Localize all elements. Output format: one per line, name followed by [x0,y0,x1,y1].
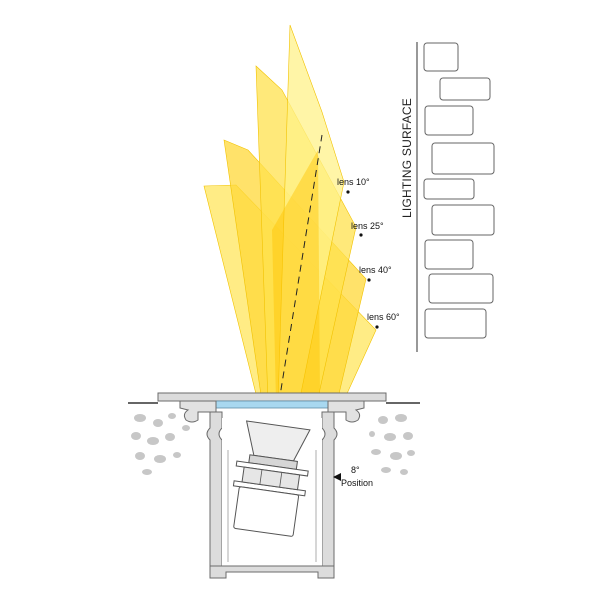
gravel-stone [142,469,152,475]
gravel-stone [395,414,407,422]
tilt-position-callout: 8° Position [333,465,373,488]
gravel-stone [390,452,402,460]
gravel-stone [165,433,175,441]
wall-stone [423,42,459,72]
gravel-stone [168,413,176,419]
beam-core [272,150,320,402]
lens-25-marker [359,233,363,237]
beam-lens-10 [277,24,345,403]
gravel-stone [384,433,396,441]
gravel-stone [182,425,190,431]
wall-stone [439,77,491,101]
gravel-stone [371,449,381,455]
lamp-driver-body [233,486,300,537]
left-flange [179,400,217,423]
lens-25-label: lens 25° [351,221,384,231]
tilt-pointer-arrow [333,473,341,481]
gravel-left [131,413,190,475]
lens-40-marker [367,278,371,282]
clamp-detail [259,469,263,485]
lighting-surface-label: LIGHTING SURFACE [400,98,414,218]
right-flange [327,400,365,423]
gravel-stone [381,467,391,473]
wall-stone [424,105,474,136]
gravel-stone [400,469,408,475]
lens-60-label: lens 60° [367,312,400,322]
gravel-stone [369,431,375,437]
housing-left-wall [206,411,223,567]
wall-stone [423,178,475,200]
gravel-stone [153,419,163,427]
wall-stone [431,204,495,236]
glass-cover [215,400,329,409]
lens-10-label: lens 10° [337,177,370,187]
housing-right-wall [321,411,338,567]
gravel-stone [407,450,415,456]
tilt-angle-label: 8° [351,465,360,475]
lamp-assembly [232,420,311,537]
gravel-stone [135,452,145,460]
beam-axis [278,134,323,403]
gravel-stone [403,432,413,440]
gravel-stone [147,437,159,445]
ground [128,402,420,475]
lamp-clamp [241,466,301,491]
gravel-stone [378,416,388,424]
gravel-stone [173,452,181,458]
gravel-stone [131,432,141,440]
light-beams [203,24,377,403]
wall-stone [431,142,495,175]
gravel-stone [134,414,146,422]
tilt-position-label: Position [341,478,373,488]
lens-40-label: lens 40° [359,265,392,275]
wall-stone [428,273,494,304]
gravel-stone [154,455,166,463]
lighting-surface: LIGHTING SURFACE [400,42,495,352]
lens-60-marker [375,325,379,329]
lens-10-marker [346,190,350,194]
wall-stones [423,42,495,339]
wall-stone [424,239,474,270]
lens-labels: lens 10° lens 25° lens 40° lens 60° [337,177,400,329]
gravel-right [369,414,415,475]
wall-stone [424,308,487,339]
housing-bottom [209,565,335,579]
top-frame [157,392,387,402]
clamp-detail [279,472,283,488]
